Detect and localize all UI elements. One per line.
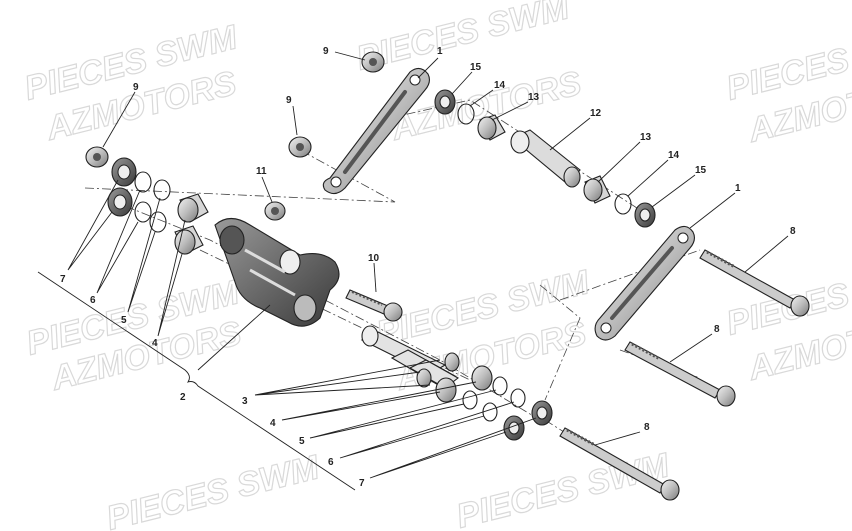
callout-5: 5 — [299, 436, 305, 447]
watermark-text: PIECES SWM — [353, 0, 574, 78]
callout-1: 1 — [437, 46, 443, 57]
bearing-part — [434, 89, 456, 115]
spacer-tube — [510, 129, 581, 188]
bolt-part — [559, 427, 680, 501]
nut-part — [264, 201, 286, 221]
callout-7: 7 — [359, 478, 365, 489]
callout-15: 15 — [695, 165, 707, 176]
seal-ring — [614, 193, 632, 215]
callout-11: 11 — [256, 166, 267, 177]
nut-part — [288, 136, 312, 158]
callout-labels: 9 1 9 15 14 13 12 13 14 15 1 8 8 8 9 11 … — [60, 46, 796, 489]
bearing-part — [107, 187, 133, 217]
bearing-part — [111, 157, 137, 187]
watermark-text: PIECES SWM — [103, 448, 324, 531]
bushing-part — [174, 193, 209, 255]
bushing-part — [435, 365, 493, 403]
callout-9: 9 — [323, 46, 329, 57]
bolt-part — [624, 341, 736, 407]
bushing-part — [583, 175, 611, 204]
link-rod-lower — [594, 225, 696, 341]
seal-ring — [462, 376, 526, 422]
bearing-part — [503, 400, 553, 441]
callout-4: 4 — [152, 338, 158, 349]
seal-ring — [134, 171, 171, 233]
callout-15: 15 — [470, 62, 482, 73]
callout-12: 12 — [590, 108, 602, 119]
callout-14: 14 — [668, 150, 680, 161]
callout-2: 2 — [180, 392, 186, 403]
callout-1: 1 — [735, 183, 741, 194]
nut-part — [361, 51, 385, 73]
nut-part — [85, 146, 109, 168]
bolt-part — [699, 249, 810, 317]
callout-6: 6 — [90, 295, 96, 306]
callout-14: 14 — [494, 80, 506, 91]
callout-9: 9 — [286, 95, 292, 106]
bushing-part — [477, 114, 506, 141]
leader-lines — [67, 51, 789, 479]
callout-7: 7 — [60, 274, 66, 285]
callout-3: 3 — [242, 396, 248, 407]
group-bracket — [37, 271, 356, 491]
callout-6: 6 — [328, 457, 334, 468]
callout-13: 13 — [528, 92, 540, 103]
bolt-part — [345, 289, 403, 322]
callout-9: 9 — [133, 82, 139, 93]
callout-8: 8 — [644, 422, 650, 433]
callout-13: 13 — [640, 132, 652, 143]
callout-5: 5 — [121, 315, 127, 326]
seal-ring — [457, 103, 475, 125]
callout-8: 8 — [714, 324, 720, 335]
bearing-part — [634, 202, 656, 228]
link-rod-upper — [322, 67, 431, 195]
callout-10: 10 — [368, 253, 380, 264]
assembly-axis-lines — [84, 87, 701, 481]
rocker-arm — [214, 217, 340, 327]
callout-8: 8 — [790, 226, 796, 237]
watermark-text: PIECES SWM — [453, 446, 674, 531]
callout-4: 4 — [270, 418, 276, 429]
